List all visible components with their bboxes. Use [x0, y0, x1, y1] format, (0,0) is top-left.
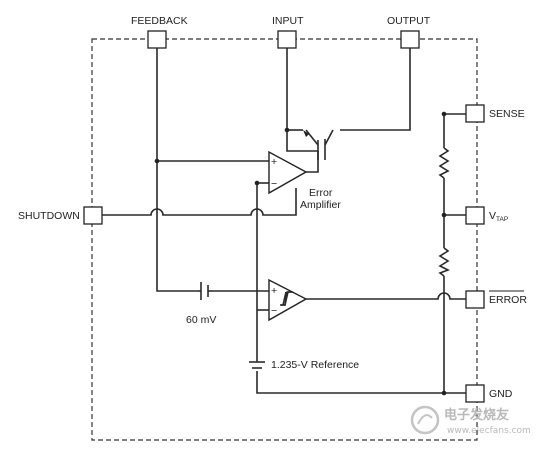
sense-pin: [465, 104, 485, 123]
junction-dots: [154, 111, 447, 396]
resistor-upper: [438, 147, 450, 179]
resistor-lower: [438, 247, 450, 277]
error-label: ERROR: [489, 294, 527, 306]
output-pin: [400, 30, 420, 49]
input-pin: [277, 30, 297, 49]
vtap-label: VTAP: [489, 210, 508, 223]
error-amp-label-2: Amplifier: [300, 199, 341, 211]
wires: [102, 48, 466, 394]
gnd-pin: [465, 384, 485, 403]
pass-transistor: [303, 129, 334, 160]
amp-minus-sign: −: [271, 178, 277, 190]
error-amplifier: + −: [268, 150, 308, 195]
error-amp-label-1: Error: [309, 187, 333, 199]
watermark-sub: www.elecfans.com: [447, 426, 531, 436]
reference-source: [249, 361, 265, 369]
hysteresis-symbol: [280, 291, 293, 306]
amp-plus-sign: +: [271, 156, 277, 168]
sense-label: SENSE: [489, 108, 525, 120]
error-comparator: + −: [268, 278, 308, 322]
watermark-main: 电子发烧友: [444, 407, 509, 423]
vtap-pin: [465, 206, 485, 225]
offset-voltage-label: 60 mV: [186, 314, 216, 326]
gnd-label: GND: [489, 388, 513, 400]
shutdown-label: SHUTDOWN: [18, 210, 80, 222]
offset-voltage-source: [198, 282, 212, 300]
feedback-pin: [147, 30, 167, 49]
watermark: 电子发烧友 www.elecfans.com: [410, 405, 531, 436]
shutdown-pin: [83, 206, 103, 225]
feedback-label: FEEDBACK: [131, 15, 188, 27]
package-outline: [91, 38, 478, 441]
comp-minus-sign: −: [271, 305, 277, 317]
output-label: OUTPUT: [387, 15, 431, 27]
comp-plus-sign: +: [271, 285, 277, 297]
error-pin: [465, 290, 485, 309]
reference-label: 1.235-V Reference: [271, 359, 359, 371]
input-label: INPUT: [272, 15, 304, 27]
